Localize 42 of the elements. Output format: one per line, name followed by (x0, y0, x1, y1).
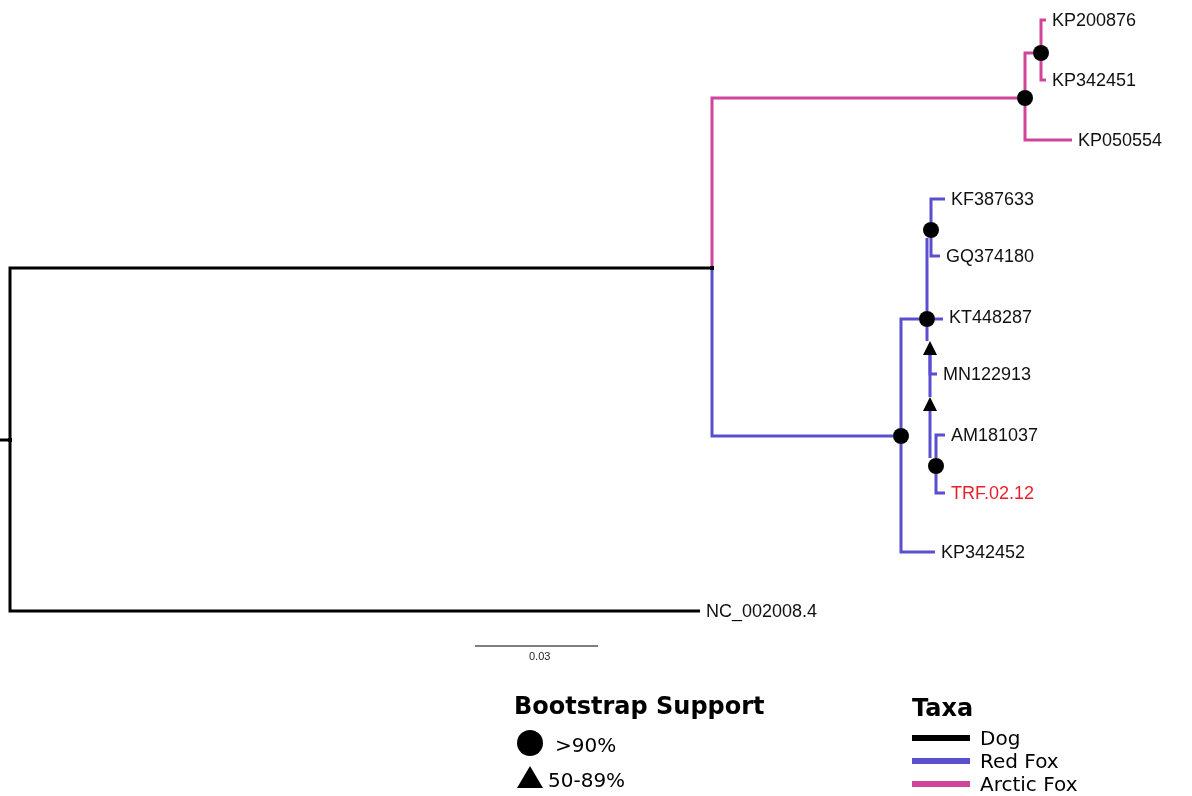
tree-branch (929, 238, 940, 258)
legend-text: Arctic Fox (980, 773, 1078, 795)
taxon-label: KF387633 (945, 188, 1035, 210)
tree-branch (1023, 51, 1033, 90)
tree-branch (928, 411, 932, 458)
tree-node-point (8, 438, 12, 442)
tree-branch (899, 317, 919, 428)
scale-label: 0.03 (529, 649, 551, 664)
tree-branch (934, 474, 945, 495)
tree-branch (899, 444, 935, 554)
tree-branch (925, 327, 929, 341)
bootstrap-triangle-marker (923, 397, 937, 411)
legend-title: Bootstrap Support (514, 691, 765, 722)
legend-title: Taxa (912, 693, 974, 724)
legend-text: Red Fox (980, 750, 1059, 772)
taxon-label: TRF.02.12 (945, 482, 1035, 504)
taxon-label: KP050554 (1072, 129, 1163, 151)
tree-branch (1023, 106, 1072, 142)
legend-text: Dog (980, 727, 1021, 749)
taxon-label: NC_002008.4 (700, 600, 818, 622)
tree-branch (934, 433, 945, 458)
tree-branch (935, 317, 943, 321)
taxon-label: KT448287 (943, 306, 1033, 328)
taxon-label: KP342452 (935, 541, 1026, 563)
tree-branch (1039, 61, 1046, 82)
tree-branch (710, 96, 1017, 266)
tree-node-point (710, 266, 714, 270)
taxon-label: MN122913 (937, 363, 1032, 385)
tree-branch (925, 238, 929, 311)
tree-branch (928, 355, 932, 397)
taxon-label: KP200876 (1046, 9, 1137, 31)
tree-branch (1039, 18, 1046, 45)
tree-branch (929, 197, 945, 222)
legend-text: 50-89% (548, 768, 626, 792)
tree-branch (8, 442, 700, 613)
bootstrap-triangle-marker (923, 341, 937, 355)
legend-text: >90% (555, 733, 617, 757)
taxon-label: GQ374180 (940, 245, 1035, 267)
taxon-label: AM181037 (945, 424, 1039, 446)
tree-branch (710, 270, 893, 438)
tree-branch (8, 266, 710, 438)
taxon-label: KP342451 (1046, 69, 1137, 91)
